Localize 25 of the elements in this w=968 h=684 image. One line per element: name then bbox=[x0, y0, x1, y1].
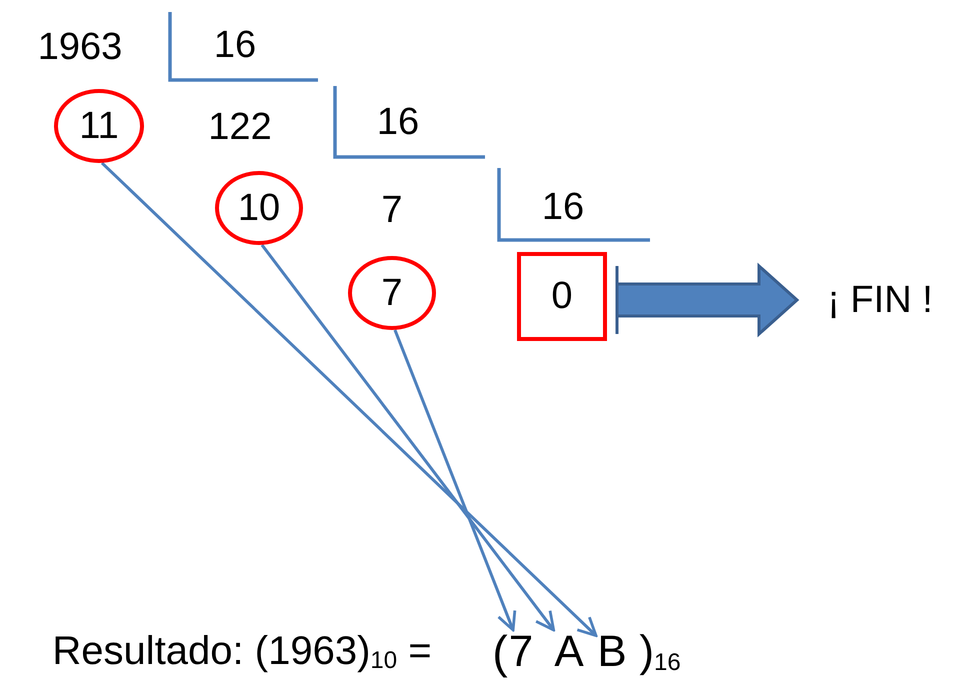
division-number: 16 bbox=[542, 188, 584, 226]
division-number: 16 bbox=[214, 26, 256, 64]
division-number: 122 bbox=[208, 108, 272, 146]
result-digit: 7 bbox=[507, 630, 535, 674]
arrow bbox=[260, 244, 556, 632]
remainder-circle bbox=[54, 89, 144, 163]
number: 0 bbox=[551, 277, 573, 315]
number: 10 bbox=[238, 189, 280, 227]
end-text: ¡ FIN ! bbox=[805, 278, 955, 322]
remainder-circle bbox=[348, 256, 436, 330]
result-digit: B bbox=[596, 630, 628, 674]
division-number: 16 bbox=[376, 103, 420, 141]
result-text: )$_{16}$ bbox=[639, 630, 681, 674]
arrow bbox=[394, 329, 516, 632]
number: 7 bbox=[381, 274, 403, 312]
arrow bbox=[100, 162, 598, 637]
division-number: 7 bbox=[381, 191, 403, 229]
number: 11 bbox=[79, 107, 119, 145]
remainder-circle bbox=[215, 171, 303, 245]
quotient-box bbox=[517, 252, 607, 340]
division-number: 1963 bbox=[38, 28, 122, 66]
block-arrow bbox=[616, 262, 800, 338]
result-text: ( bbox=[492, 629, 508, 675]
result-digit: A bbox=[553, 630, 585, 674]
result-text: Resultado: (1963)$_{10}$ = bbox=[52, 631, 432, 673]
